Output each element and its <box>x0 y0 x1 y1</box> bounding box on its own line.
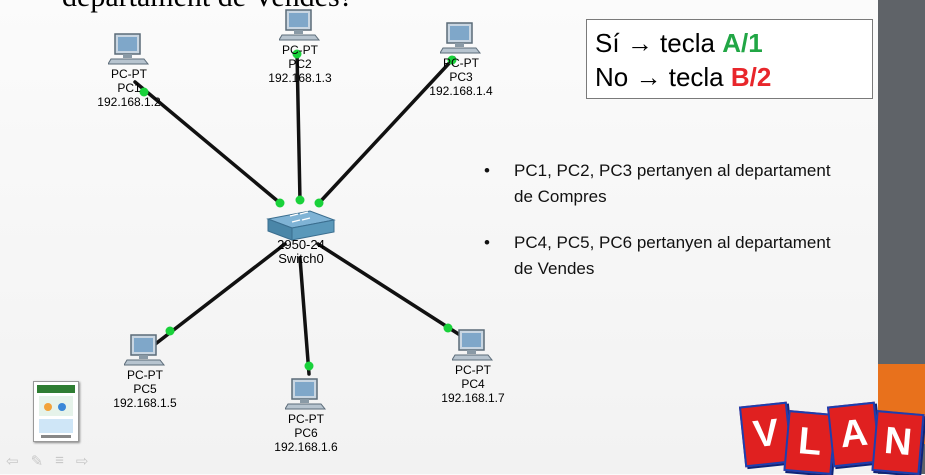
answer-no-prefix: No <box>595 62 629 92</box>
link-dot <box>292 49 302 59</box>
pc-type: PC-PT <box>443 56 479 70</box>
pc-name: PC3 <box>449 70 473 84</box>
arrow-right-icon: → <box>626 28 653 58</box>
answer-no-text: tecla <box>668 62 724 92</box>
answer-yes-key: A/1 <box>722 28 763 58</box>
pc-ip: 192.168.1.6 <box>274 440 338 454</box>
pc-node-pc2[interactable]: PC-PT PC2 192.168.1.3 <box>240 8 360 85</box>
link-dot <box>447 55 457 65</box>
pc-node-pc1[interactable]: PC-PT PC1 192.168.1.2 <box>69 32 189 109</box>
pc-ip: 192.168.1.5 <box>113 396 177 410</box>
link-pc6 <box>298 256 311 376</box>
slide-title: departament de Vendes? <box>62 0 353 14</box>
bullet-item: • PC1, PC2, PC3 pertanyen al departament… <box>484 158 854 210</box>
menu-icon[interactable]: ≡ <box>55 452 64 469</box>
link-dot <box>165 326 175 336</box>
arrow-left-icon[interactable]: ⇦ <box>6 453 19 470</box>
bullet-icon: • <box>484 161 490 180</box>
pc-node-pc4[interactable]: PC-PT PC4 192.168.1.7 <box>413 328 533 405</box>
pc-name: PC2 <box>288 57 312 71</box>
pc-type: PC-PT <box>111 67 147 81</box>
pc-name: PC1 <box>117 81 141 95</box>
pc-name: PC4 <box>461 377 485 391</box>
pc-icon <box>124 334 166 366</box>
pc-type: PC-PT <box>127 368 163 382</box>
switch-icon <box>266 210 336 241</box>
bullet-icon: • <box>484 233 490 252</box>
document-thumbnail-icon <box>37 385 75 438</box>
pc-type: PC-PT <box>282 43 318 57</box>
slide-nav-controls: ⇦ ✎ ≡ ⇨ <box>6 452 89 470</box>
link-pc2 <box>295 50 302 203</box>
answer-no-line: No → tecla B/2 <box>595 60 872 94</box>
pc-node-pc5[interactable]: PC-PT PC5 192.168.1.5 <box>85 333 205 410</box>
vlan-logo: V L A N <box>738 401 925 475</box>
link-pc4 <box>316 242 462 337</box>
pc-name: PC6 <box>294 426 318 440</box>
pc-icon <box>285 378 327 410</box>
link-dot <box>314 198 324 208</box>
logo-letter: N <box>871 410 925 475</box>
switch-name: Switch0 <box>278 251 324 266</box>
link-dot <box>443 323 453 333</box>
pc-type: PC-PT <box>455 363 491 377</box>
answer-yes-line: Sí → tecla A/1 <box>595 26 872 60</box>
pc-icon <box>108 33 150 65</box>
link-dot <box>139 87 149 97</box>
info-bullets: • PC1, PC2, PC3 pertanyen al departament… <box>484 158 854 302</box>
link-pc3 <box>317 56 456 205</box>
pc-icon <box>279 9 321 41</box>
pc-node-pc6[interactable]: PC-PT PC6 192.168.1.6 <box>246 377 366 454</box>
arrow-right-icon[interactable]: ⇨ <box>75 453 89 470</box>
pc-type: PC-PT <box>288 412 324 426</box>
document-thumbnail[interactable] <box>33 381 79 442</box>
link-dot <box>275 198 285 208</box>
pc-ip: 192.168.1.3 <box>268 71 332 85</box>
answer-no-key: B/2 <box>730 62 772 92</box>
link-dot <box>304 361 314 371</box>
bullet-text: PC4, PC5, PC6 pertanyen al departament d… <box>514 233 831 278</box>
pc-node-pc3[interactable]: PC-PT PC3 192.168.1.4 <box>401 21 521 98</box>
answer-yes-prefix: Sí <box>595 28 620 58</box>
bullet-item: • PC4, PC5, PC6 pertanyen al departament… <box>484 230 854 282</box>
pc-ip: 192.168.1.2 <box>97 95 161 109</box>
pc-icon <box>440 22 482 54</box>
pc-ip: 192.168.1.4 <box>429 84 493 98</box>
arrow-right-icon: → <box>635 62 662 92</box>
link-pc1 <box>133 80 282 205</box>
pc-name: PC5 <box>133 382 157 396</box>
answer-yes-text: tecla <box>660 28 715 58</box>
switch-label: 2950-24 Switch0 <box>241 238 361 266</box>
answer-key-box: Sí → tecla A/1 No → tecla B/2 <box>586 19 873 99</box>
pc-ip: 192.168.1.7 <box>441 391 505 405</box>
pc-icon <box>452 329 494 361</box>
switch-model: 2950-24 <box>277 237 325 252</box>
pen-icon[interactable]: ✎ <box>30 453 44 470</box>
link-dot <box>295 195 305 205</box>
bullet-text: PC1, PC2, PC3 pertanyen al departament d… <box>514 161 831 206</box>
